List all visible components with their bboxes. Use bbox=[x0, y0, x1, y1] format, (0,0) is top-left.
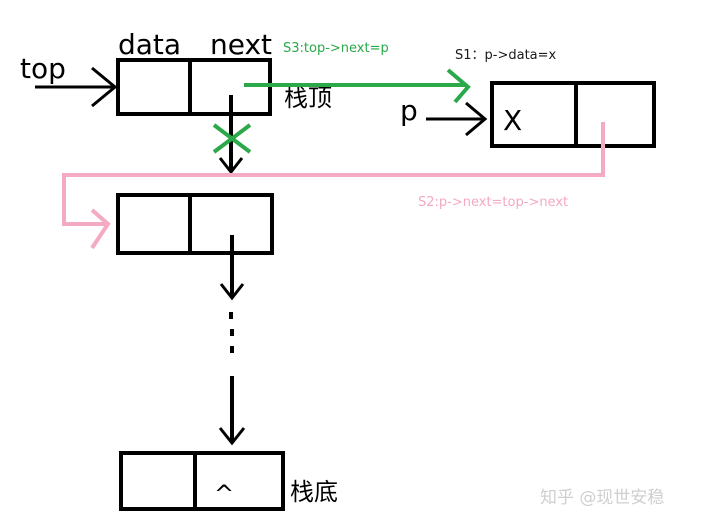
new-node-data-value: X bbox=[503, 104, 522, 137]
s2-pink-arrow bbox=[62, 122, 605, 250]
watermark-text: 知乎 @现世安稳 bbox=[540, 488, 664, 508]
data-field-header: data bbox=[118, 28, 181, 61]
step-s2-text: S2:p->next=top->next bbox=[418, 195, 568, 210]
new-node-p bbox=[490, 81, 656, 148]
second-next-arrow bbox=[219, 235, 245, 301]
step-s1-text: S1：p->data=x bbox=[455, 48, 557, 63]
ellipsis-dots bbox=[229, 312, 234, 353]
s3-green-arrow bbox=[244, 68, 471, 104]
p-pointer-label: p bbox=[400, 94, 418, 127]
stack-bottom-label: 栈底 bbox=[290, 478, 338, 506]
step-s3-text: S3:top->next=p bbox=[283, 41, 389, 56]
next-field-header: next bbox=[210, 28, 272, 61]
top-pointer-label: top bbox=[20, 52, 66, 85]
p-pointer-arrow bbox=[426, 101, 488, 137]
stack-top-label: 栈顶 bbox=[284, 84, 332, 112]
bottom-node bbox=[119, 451, 285, 511]
bottom-incoming-arrow bbox=[218, 376, 246, 446]
green-cross-mark bbox=[212, 123, 252, 154]
null-pointer-mark: ^ bbox=[214, 480, 234, 508]
old-next-arrow bbox=[218, 95, 244, 175]
top-pointer-arrow bbox=[35, 66, 118, 108]
second-node bbox=[116, 193, 274, 255]
